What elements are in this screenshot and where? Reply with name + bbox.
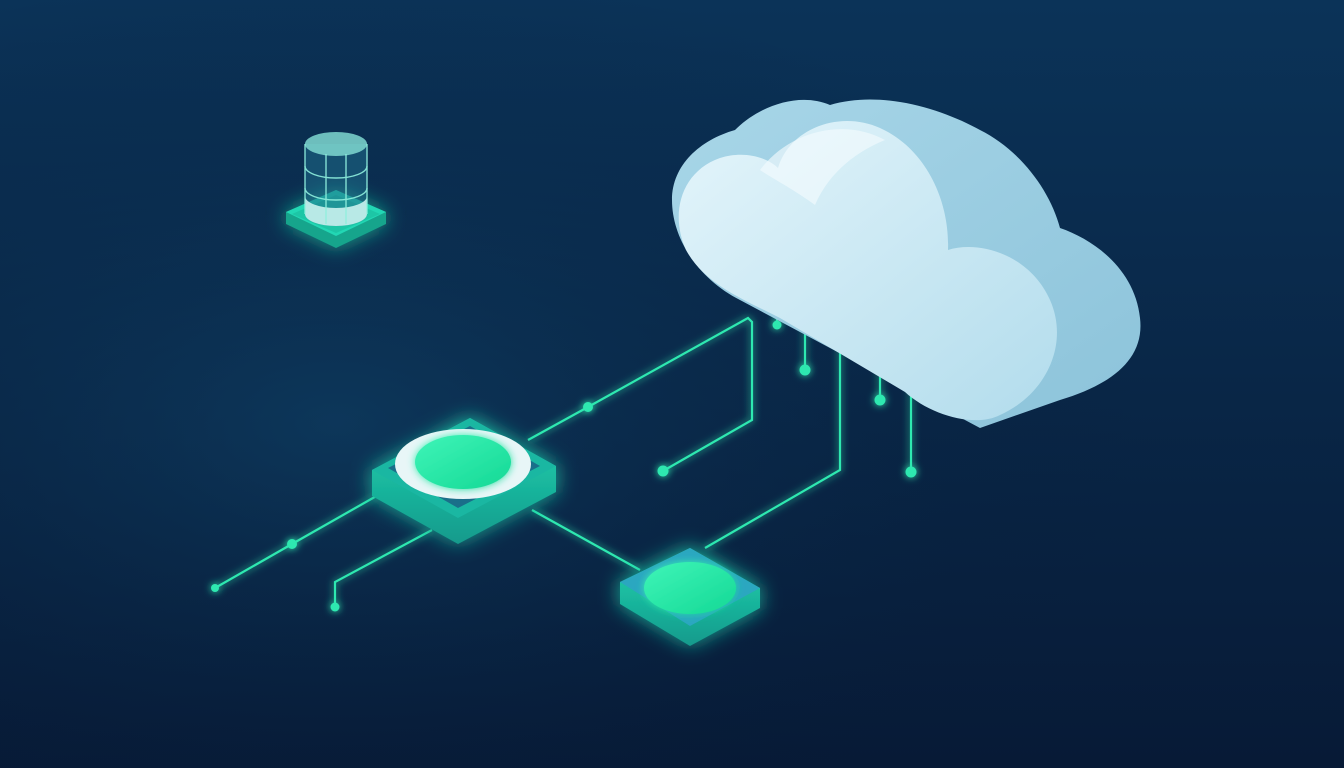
trace-node <box>330 602 340 612</box>
hub-node-large <box>372 418 556 544</box>
trace-node <box>657 465 669 477</box>
database-icon <box>286 132 386 248</box>
trace-node <box>211 584 219 592</box>
trace-node <box>772 320 782 330</box>
trace-node <box>583 402 593 412</box>
trace-node <box>287 539 297 549</box>
cloud-icon <box>672 99 1141 428</box>
trace-node <box>799 364 811 376</box>
trace-left-short <box>333 529 433 607</box>
circuit-nodes <box>211 320 917 612</box>
trace-small-to-cloud <box>704 340 842 549</box>
trace-hub-to-small <box>531 509 641 571</box>
trace-node <box>905 466 917 478</box>
trace-hub-to-top <box>527 316 754 472</box>
trace-node <box>874 394 886 406</box>
hub-node-small <box>620 548 760 646</box>
